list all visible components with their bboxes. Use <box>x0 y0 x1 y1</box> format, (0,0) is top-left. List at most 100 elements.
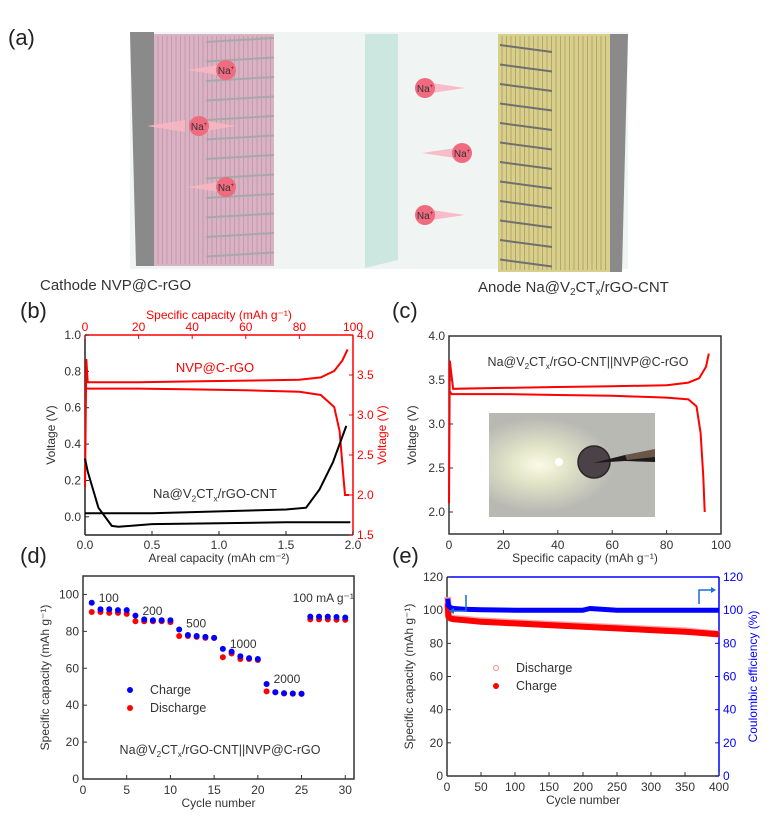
top-tick-label: 100 <box>343 320 363 334</box>
charge-point <box>289 690 296 697</box>
x-tick-label: 0.0 <box>77 538 94 552</box>
label-part: Na@V <box>120 743 158 757</box>
y-axis-title: Specific capacity (mAh g⁻¹) <box>402 604 416 750</box>
panel-label-a: (a) <box>8 25 35 50</box>
cathode-annotation: NVP@C-rGO <box>176 360 254 375</box>
anode-rib <box>499 219 553 229</box>
label-part: /rGO-CNT||NVP@C-rGO <box>182 743 321 757</box>
charge-point <box>193 632 200 639</box>
probe-wire <box>625 449 655 460</box>
x-tick-label: 5 <box>123 783 130 797</box>
y-tick-label: 100 <box>423 603 443 617</box>
y-tick-label: 120 <box>423 570 443 584</box>
right-tick-label: 0 <box>723 769 730 783</box>
separator <box>365 34 398 268</box>
legend-label: Discharge <box>516 661 572 675</box>
y-tick-label: 20 <box>430 736 444 750</box>
x-tick-label: 200 <box>573 780 593 794</box>
arrow-head <box>711 587 716 593</box>
ion-label: Na+ <box>454 149 471 160</box>
x-tick-label: 100 <box>505 780 525 794</box>
coulombic-efficiency-band <box>445 598 719 613</box>
label-part: x <box>214 493 219 503</box>
sodium-ion <box>452 143 472 163</box>
charge-point <box>88 599 95 606</box>
charge-band <box>444 603 720 638</box>
anode-rib <box>499 83 553 92</box>
x-tick-label: 0 <box>446 538 453 552</box>
y-tick-label: 0.0 <box>64 510 81 524</box>
right-axis-title: Coulombic efficiency (%) <box>746 611 760 743</box>
charge-point <box>219 645 226 652</box>
charge-point <box>263 680 270 687</box>
sodium-ion <box>415 78 435 98</box>
legend-marker <box>127 687 133 693</box>
ion-trail <box>147 120 185 132</box>
label-part: x <box>546 362 550 371</box>
right-tick-label: 1.5 <box>357 528 374 542</box>
x-tick-label: 2.0 <box>345 538 362 552</box>
y-tick-label: 4.0 <box>428 329 445 343</box>
charge-point <box>114 607 121 614</box>
right-tick-label: 3.5 <box>357 368 374 382</box>
y-tick-label: 0 <box>72 772 79 786</box>
label-part: /rGO-CNT <box>218 486 277 501</box>
top-tick-label: 40 <box>186 320 200 334</box>
right-tick-label: 80 <box>723 636 737 650</box>
anode-rib <box>499 102 553 112</box>
label-part: CT <box>196 486 213 501</box>
y-tick-label: 0 <box>436 769 443 783</box>
x-tick-label: 30 <box>339 783 353 797</box>
charge-point <box>97 606 104 613</box>
x-axis-title: Specific capacity (mAh g⁻¹) <box>512 551 658 565</box>
discharge-point <box>132 618 139 625</box>
cathode-rib <box>205 173 275 180</box>
x-tick-label: 20 <box>497 538 511 552</box>
rate-label: 100 <box>99 591 119 605</box>
anode-rib <box>499 180 553 190</box>
cathode-rib <box>205 56 275 63</box>
panel-label-c: (c) <box>392 298 418 323</box>
charge-point <box>123 607 130 614</box>
panel-label-d: (d) <box>20 543 47 568</box>
cathode-rib <box>205 37 275 43</box>
ion-charge: + <box>430 84 434 90</box>
x-tick-label: 80 <box>660 538 674 552</box>
rate-label: 100 mA g⁻¹ <box>293 591 354 605</box>
coin-cell <box>577 445 611 479</box>
x-tick-label: 100 <box>711 538 731 552</box>
x-tick-label: 20 <box>251 783 265 797</box>
right-tick-label: 20 <box>723 736 737 750</box>
x-axis-title: Cycle number <box>181 796 255 810</box>
right-tick-label: 60 <box>723 670 737 684</box>
series-line <box>84 386 349 496</box>
anode-label: Anode Na@V2CTx/rGO-CNT <box>478 279 669 298</box>
x-tick-label: 15 <box>207 783 221 797</box>
charge-point <box>246 655 253 662</box>
anode-body <box>498 34 610 272</box>
right-axis-title: Voltage (V) <box>375 405 389 464</box>
sodium-ion <box>216 177 236 197</box>
x-tick-label: 10 <box>164 783 178 797</box>
y-tick-label: 1.0 <box>64 328 81 342</box>
charge-point <box>324 613 331 620</box>
top-tick-label: 20 <box>132 320 146 334</box>
right-tick-label: 4.0 <box>357 328 374 342</box>
legend-label: Discharge <box>150 701 206 715</box>
ion-trail <box>187 181 225 193</box>
discharge-point <box>219 654 226 661</box>
top-axis-title: Specific capacity (mAh g⁻¹) <box>146 308 292 322</box>
panel-a: (a) Na+Na+Na+Na+Na+Na+ Cathode NVP@C-rGO… <box>8 25 669 298</box>
ion-label: Na+ <box>417 84 434 95</box>
label-part: Na@V <box>488 355 526 369</box>
right-tick-label: 40 <box>723 703 737 717</box>
ion-trail <box>425 82 465 94</box>
y-tick-label: 2.0 <box>428 505 445 519</box>
left-axis-arrow <box>452 595 467 612</box>
charge-point <box>158 617 165 624</box>
charge-point <box>342 614 349 621</box>
label-part: 2 <box>525 362 530 371</box>
